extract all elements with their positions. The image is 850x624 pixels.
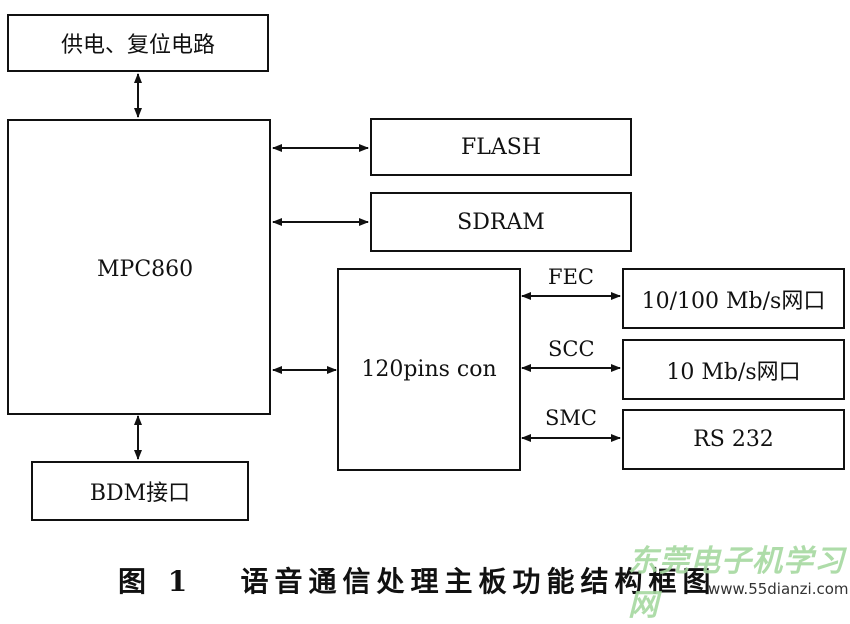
sdram-block: SDRAM [370, 192, 632, 252]
eth-100-block: 10/100 Mb/s网口 [622, 268, 845, 329]
figure-caption: 图 1 语音通信处理主板功能结构框图 [118, 565, 717, 598]
eth-10-label: 10 Mb/s网口 [666, 359, 801, 385]
rs232-block: RS 232 [622, 409, 845, 470]
mpc860-block: MPC860 [7, 119, 271, 415]
watermark-url: www.55dianzi.com [708, 580, 849, 598]
connector-block: 120pins con [337, 268, 521, 471]
power-reset-label: 供电、复位电路 [60, 33, 215, 58]
flash-label: FLASH [460, 134, 542, 160]
fec-link-label: FEC [548, 265, 594, 289]
mpc860-label: MPC860 [97, 257, 194, 282]
bdm-block: BDM接口 [31, 461, 249, 521]
eth-100-label: 10/100 Mb/s网口 [641, 288, 826, 314]
bdm-label: BDM接口 [89, 481, 191, 506]
sdram-label: SDRAM [457, 209, 545, 235]
flash-block: FLASH [370, 118, 632, 176]
connection-lines [134, 73, 621, 460]
scc-link-label: SCC [548, 337, 595, 361]
rs232-label: RS 232 [693, 427, 774, 452]
power-reset-block: 供电、复位电路 [7, 14, 269, 72]
connector-label: 120pins con [361, 357, 497, 382]
smc-link-label: SMC [545, 406, 597, 430]
eth-10-block: 10 Mb/s网口 [622, 339, 845, 400]
